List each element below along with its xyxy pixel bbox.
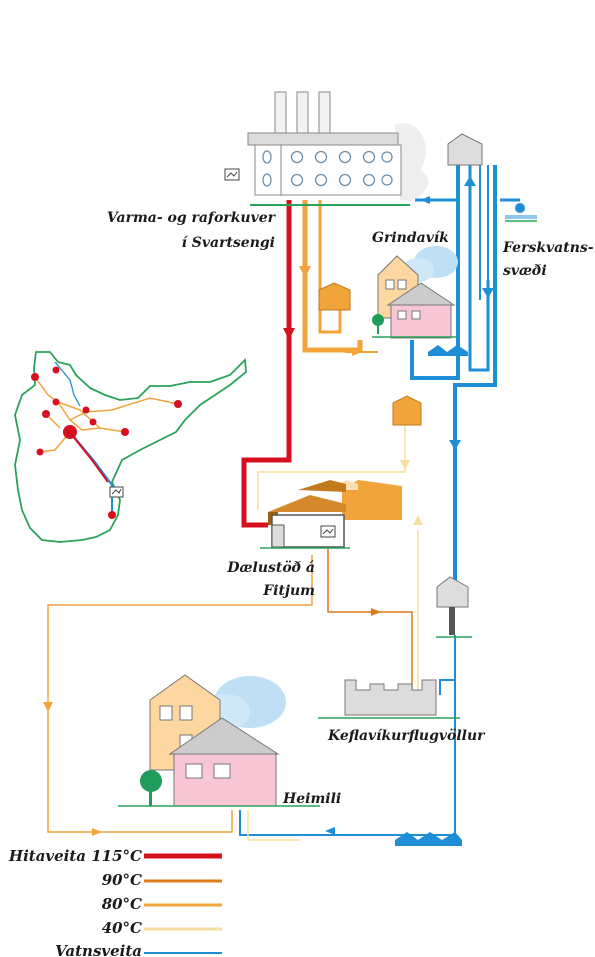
freshwater-label-line1: Ferskvatns- xyxy=(502,240,594,256)
airport-label: Keflavíkurflugvöllur xyxy=(327,728,486,744)
pipe-80c xyxy=(302,200,378,353)
water-pipes xyxy=(239,165,520,836)
map-photo-icon[interactable] xyxy=(109,486,124,498)
airport-building xyxy=(318,679,460,719)
grindavik-sea xyxy=(428,345,468,356)
freshwater-source xyxy=(505,203,537,222)
legend-label-90: 90°C xyxy=(102,871,142,889)
grindavik-label: Grindavík xyxy=(372,230,449,246)
freshwater-label-line2: svæði xyxy=(503,263,547,279)
plant-label-line1: Varma- og raforkuver xyxy=(107,210,277,226)
pump-station-label-line2: Fitjum xyxy=(262,583,315,599)
plant-label-line2: í Svartsengi xyxy=(182,235,275,251)
grindavik-houses xyxy=(372,246,458,339)
water-tower-lower xyxy=(436,576,472,638)
homes xyxy=(118,674,320,807)
pipe-40c xyxy=(247,425,419,841)
flow-arrows xyxy=(43,176,494,836)
pump-station xyxy=(260,480,402,549)
power-plant xyxy=(247,91,429,206)
photo-icon-pump[interactable] xyxy=(320,525,336,538)
pipe-to-homes xyxy=(47,555,313,833)
photo-icon[interactable] xyxy=(224,168,240,181)
storage-tank-fitjar xyxy=(392,395,422,426)
water-tower-top xyxy=(447,133,483,166)
region-map xyxy=(14,351,247,543)
pump-station-label-line1: Dælustöð á xyxy=(226,560,315,576)
legend-label-water: Vatnsveita xyxy=(55,942,142,957)
homes-sea xyxy=(395,832,462,846)
home-label: Heimili xyxy=(282,791,341,807)
legend-label-hot115: Hitaveita 115°C xyxy=(8,847,142,865)
storage-tank-grindavik xyxy=(318,282,351,311)
pipe-90c xyxy=(327,548,413,690)
legend-label-40: 40°C xyxy=(102,919,142,937)
map-locations xyxy=(31,366,182,519)
hot-water-pipe xyxy=(241,200,292,528)
legend-label-80: 80°C xyxy=(102,895,142,913)
legend: Hitaveita 115°C 90°C 80°C 40°C Vatnsveit… xyxy=(8,847,222,957)
